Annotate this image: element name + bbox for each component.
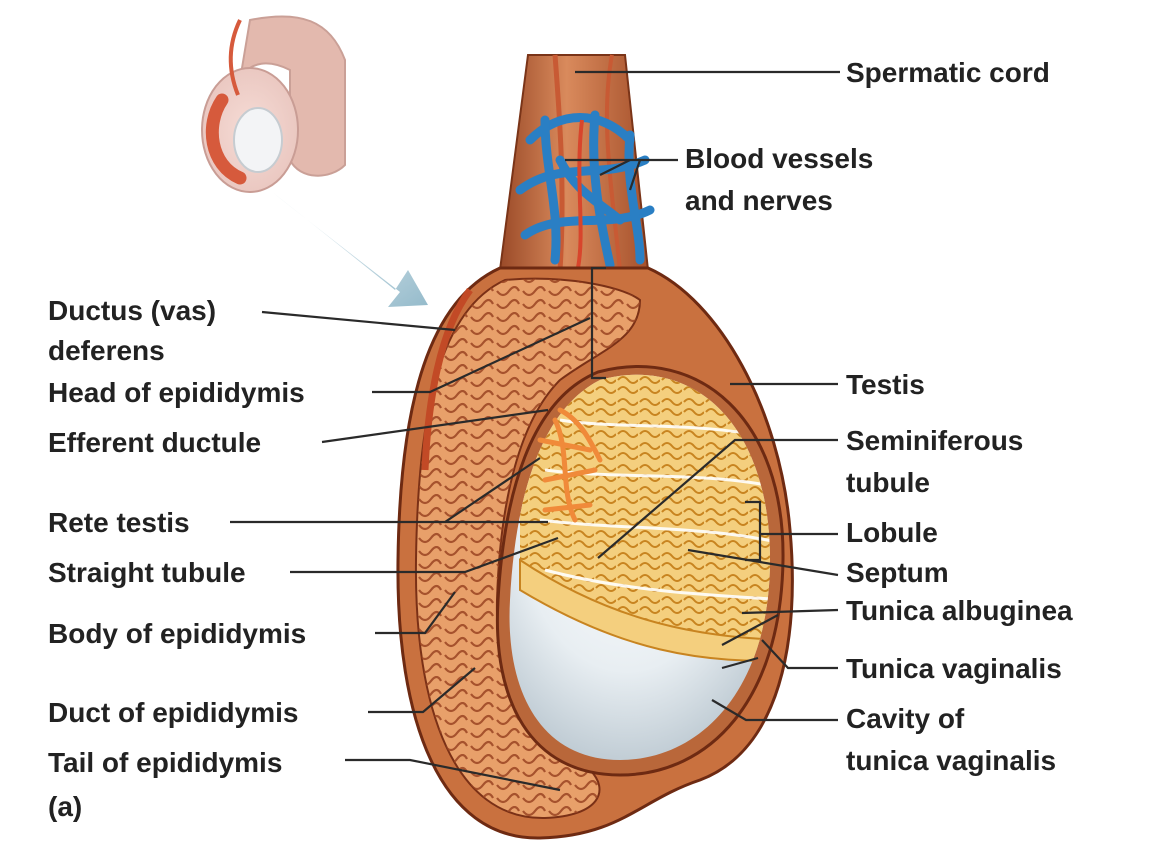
label-testis: Testis	[846, 364, 925, 406]
label-tail-epididymis: Tail of epididymis	[48, 742, 282, 784]
pointer-arrow	[270, 190, 428, 307]
label-cavity-line2: tunica vaginalis	[846, 740, 1056, 782]
label-head-epididymis: Head of epididymis	[48, 372, 305, 414]
label-seminiferous-line2: tubule	[846, 462, 930, 504]
label-efferent-ductule: Efferent ductule	[48, 422, 261, 464]
label-duct-epididymis: Duct of epididymis	[48, 692, 298, 734]
label-straight-tubule: Straight tubule	[48, 552, 246, 594]
label-body-epididymis: Body of epididymis	[48, 613, 306, 655]
label-blood-vessels-line1: Blood vessels	[685, 138, 873, 180]
panel-label: (a)	[48, 786, 82, 828]
artery-art	[578, 120, 582, 268]
label-spermatic-cord: Spermatic cord	[846, 52, 1050, 94]
label-ductus-line1: Ductus (vas)	[48, 290, 216, 332]
label-rete-testis: Rete testis	[48, 502, 190, 544]
label-seminiferous-line1: Seminiferous	[846, 420, 1023, 462]
label-tunica-albuginea: Tunica albuginea	[846, 590, 1073, 632]
label-tunica-vaginalis: Tunica vaginalis	[846, 648, 1062, 690]
label-ductus-line2: deferens	[48, 330, 165, 372]
inset-illustration	[202, 16, 428, 307]
label-lobule: Lobule	[846, 512, 938, 554]
label-septum: Septum	[846, 552, 949, 594]
label-cavity-line1: Cavity of	[846, 698, 964, 740]
inset-testis	[234, 108, 282, 172]
label-blood-vessels-line2: and nerves	[685, 180, 833, 222]
